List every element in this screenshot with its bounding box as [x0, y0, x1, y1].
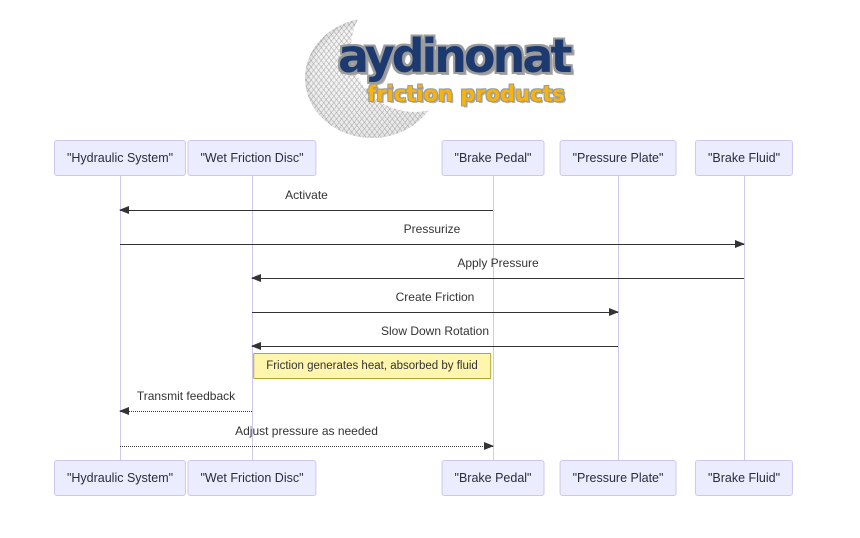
- actor-bottom-brake-fluid: "Brake Fluid": [694, 460, 794, 496]
- actor-bottom-wet-friction-disc: "Wet Friction Disc": [187, 460, 317, 496]
- arrowhead-left-icon: [251, 274, 261, 282]
- actor-bottom-brake-pedal: "Brake Pedal": [441, 460, 545, 496]
- message-line: [251, 274, 744, 282]
- message-transmit-feedback: Transmit feedback: [119, 389, 252, 415]
- message-line: [251, 342, 618, 350]
- message-pressurize: Pressurize: [120, 222, 745, 248]
- message-label: Apply Pressure: [457, 256, 539, 270]
- message-apply-pressure: Apply Pressure: [251, 256, 744, 282]
- actor-top-wet-friction-disc: "Wet Friction Disc": [187, 140, 317, 176]
- lifeline-brake-fluid: [744, 176, 745, 461]
- lifeline-wet-friction-disc: [252, 176, 253, 461]
- actor-top-brake-fluid: "Brake Fluid": [694, 140, 794, 176]
- message-label: Pressurize: [403, 222, 461, 236]
- message-label: Create Friction: [395, 290, 475, 304]
- arrowhead-right-icon: [609, 308, 619, 316]
- message-slow-down-rotation: Slow Down Rotation: [251, 324, 618, 350]
- lifeline-hydraulic-system: [120, 176, 121, 461]
- message-line: [119, 407, 252, 415]
- logo-tagline-text: friction products: [367, 82, 565, 106]
- actor-bottom-hydraulic-system: "Hydraulic System": [53, 460, 187, 496]
- arrowhead-right-icon: [484, 442, 494, 450]
- arrowhead-left-icon: [251, 342, 261, 350]
- message-label: Adjust pressure as needed: [235, 424, 378, 438]
- arrowhead-left-icon: [119, 206, 129, 214]
- message-line: [120, 240, 745, 248]
- actor-top-pressure-plate: "Pressure Plate": [559, 140, 677, 176]
- note-friction-heat: Friction generates heat, absorbed by flu…: [253, 353, 491, 379]
- crescent-cutout: [351, 0, 479, 112]
- message-label: Activate: [285, 188, 328, 202]
- message-create-friction: Create Friction: [252, 290, 619, 316]
- logo-brand-text: aydinonat: [338, 29, 572, 83]
- message-label: Slow Down Rotation: [380, 324, 490, 338]
- message-label: Transmit feedback: [136, 389, 236, 403]
- actor-bottom-pressure-plate: "Pressure Plate": [559, 460, 677, 496]
- lifeline-pressure-plate: [618, 176, 619, 461]
- message-line: [120, 442, 494, 450]
- message-line: [119, 206, 493, 214]
- message-activate: Activate: [119, 188, 493, 214]
- arrowhead-right-icon: [735, 240, 745, 248]
- arrowhead-left-icon: [119, 407, 129, 415]
- actor-top-brake-pedal: "Brake Pedal": [441, 140, 545, 176]
- actor-top-hydraulic-system: "Hydraulic System": [53, 140, 187, 176]
- message-line: [252, 308, 619, 316]
- message-adjust-pressure: Adjust pressure as needed: [120, 424, 494, 450]
- lifeline-brake-pedal: [493, 176, 494, 461]
